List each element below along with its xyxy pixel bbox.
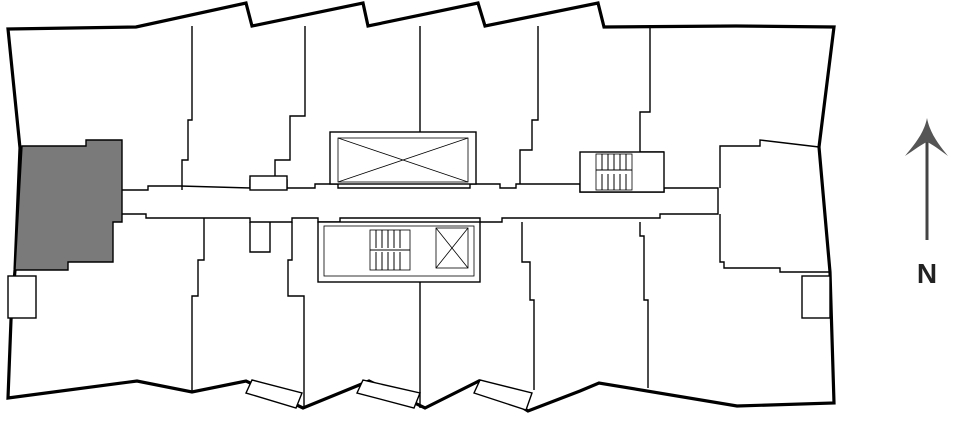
partition-wall bbox=[519, 26, 539, 184]
north-label: N bbox=[916, 258, 938, 289]
window-bay bbox=[801, 275, 831, 319]
north-arrow-icon bbox=[905, 118, 948, 240]
partition-wall bbox=[274, 26, 306, 180]
partition-wall bbox=[191, 218, 205, 392]
partition-wall bbox=[287, 222, 305, 408]
service-core bbox=[317, 221, 481, 283]
stairwell bbox=[369, 229, 411, 271]
building-outline bbox=[6, 1, 836, 413]
balcony bbox=[245, 379, 303, 409]
partition-wall bbox=[639, 222, 649, 388]
balcony bbox=[473, 379, 533, 411]
partition-wall bbox=[719, 139, 820, 188]
balcony bbox=[356, 379, 421, 409]
storage-closet bbox=[249, 175, 288, 191]
partition-wall bbox=[181, 26, 193, 190]
stairwell bbox=[579, 151, 665, 193]
elevator-shaft bbox=[329, 131, 477, 185]
partition-wall bbox=[521, 222, 535, 390]
partition-wall bbox=[719, 214, 830, 273]
highlighted-unit[interactable] bbox=[14, 139, 123, 271]
window-bay bbox=[7, 275, 37, 319]
partition-wall bbox=[249, 222, 271, 253]
elevator-shaft bbox=[435, 227, 469, 269]
